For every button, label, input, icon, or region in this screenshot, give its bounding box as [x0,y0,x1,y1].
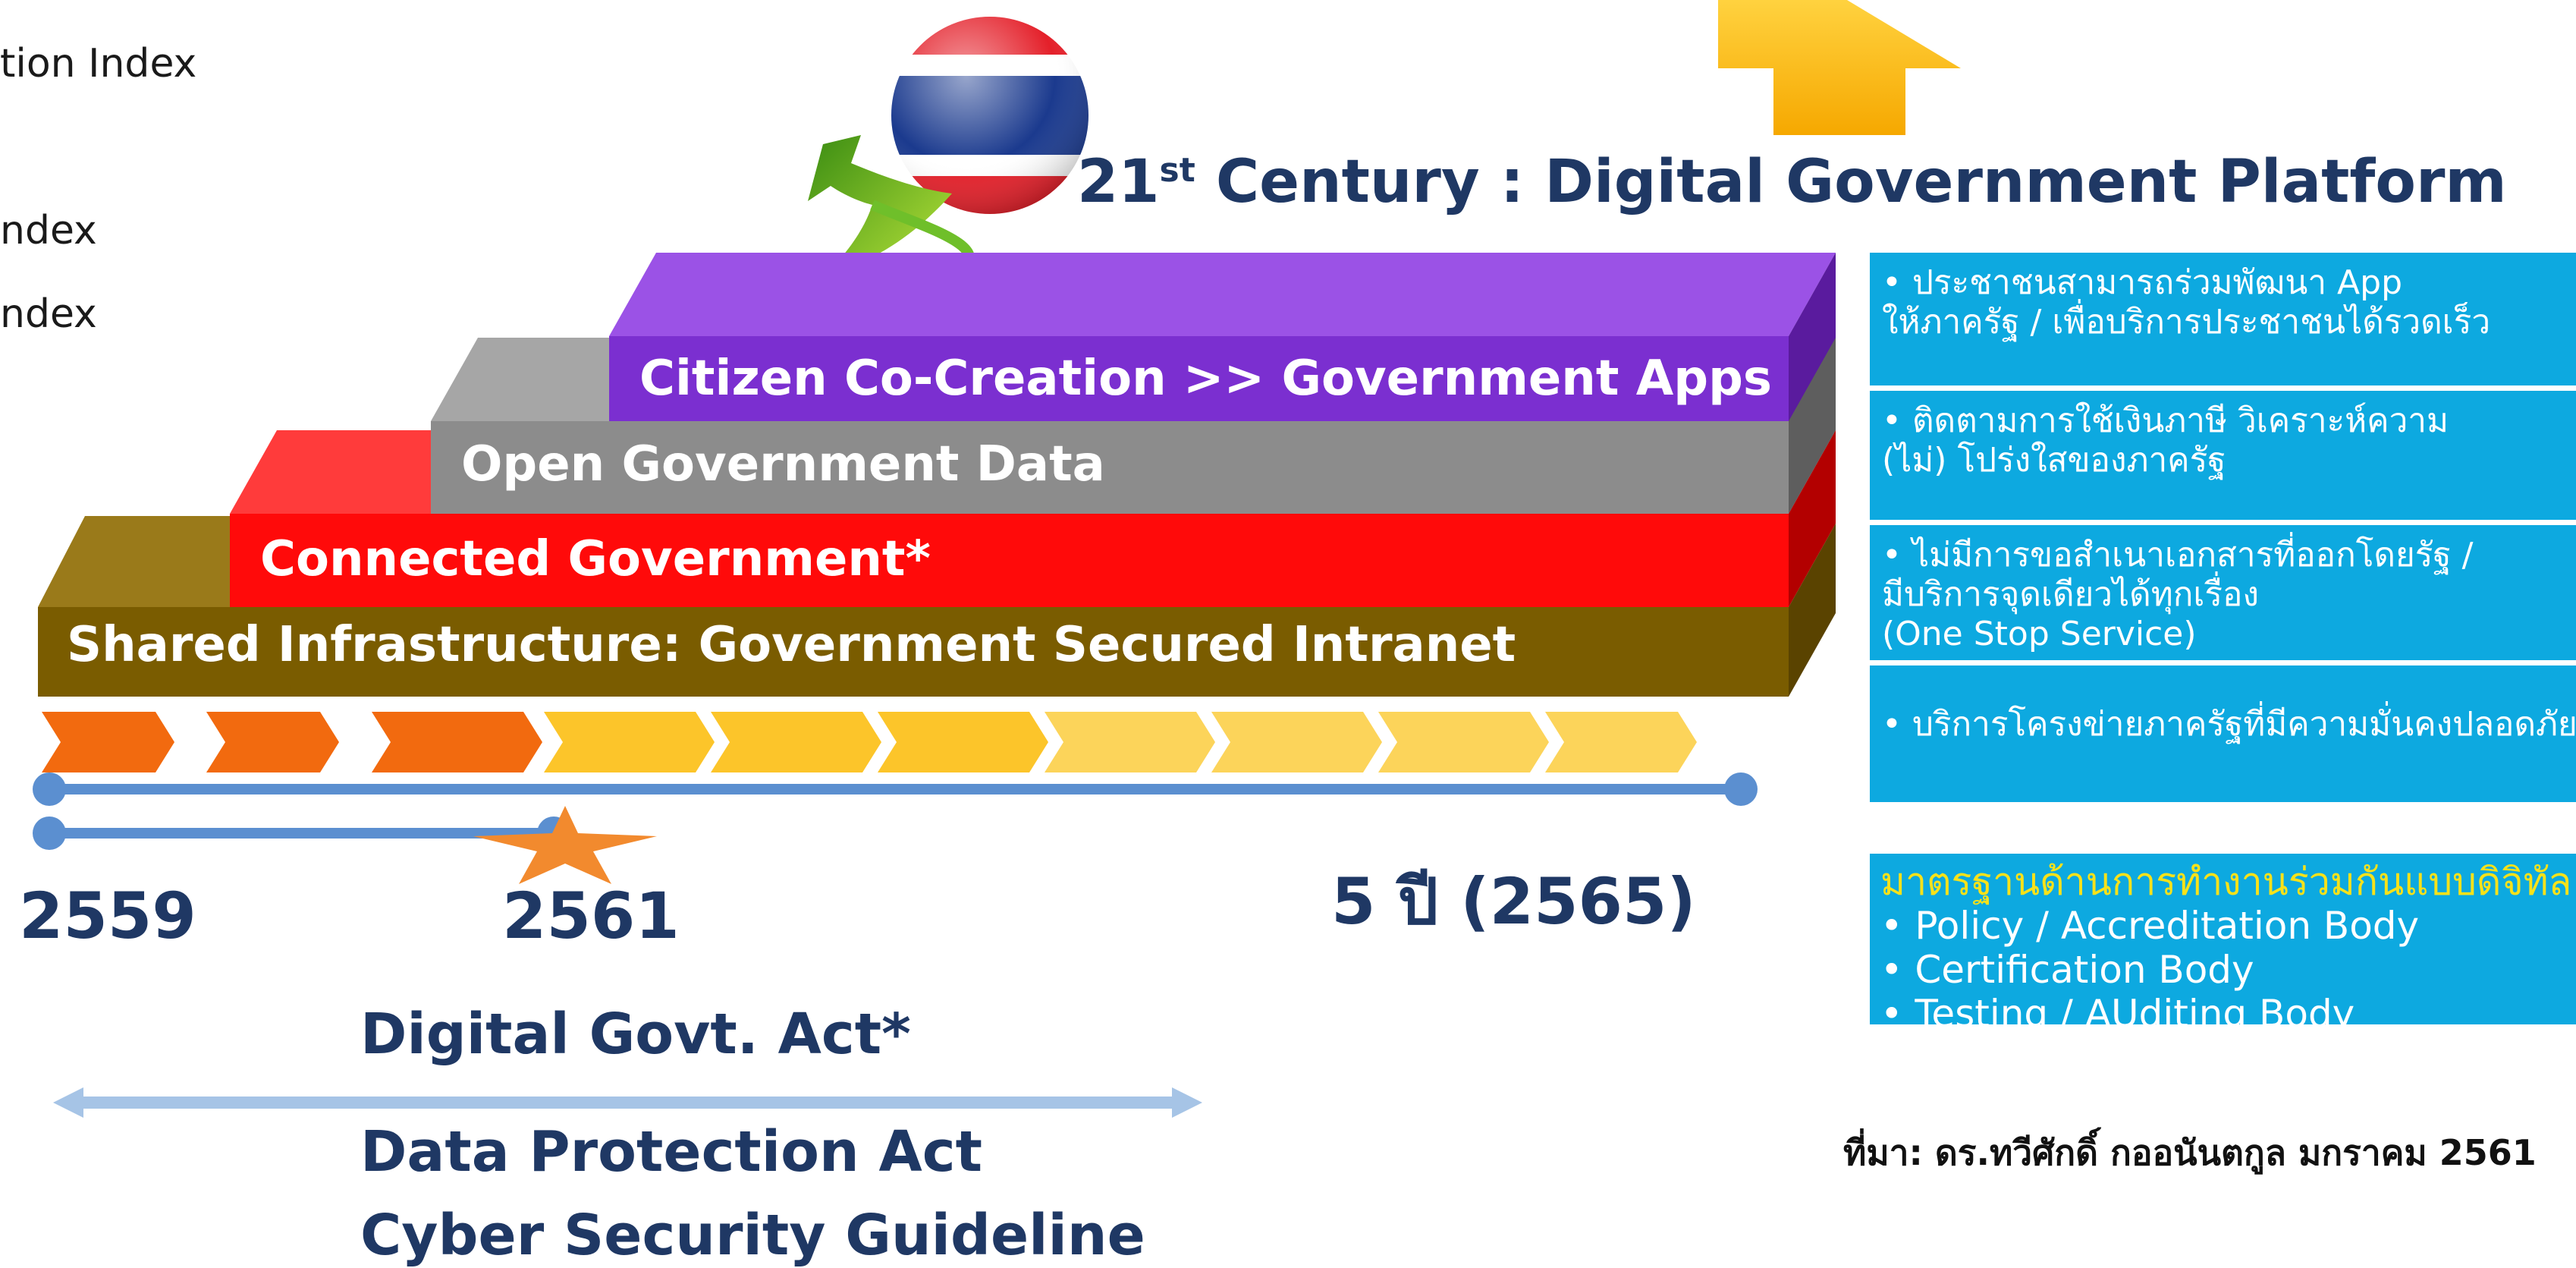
year-end: 5 ปี (2565) [1331,864,1696,939]
acts-range-arrow [53,1087,1202,1118]
benefit-line: • ติดตามการใช้เงินภาษี วิเคราะห์ความ [1882,401,2449,440]
standards-item: • Policy / Accreditation Body [1880,904,2420,948]
layer-connected-label: Connected Government* [260,531,931,587]
layer-infrastructure-label: Shared Infrastructure: Government Secure… [67,617,1516,673]
layer-open-data-label: Open Government Data [461,436,1105,492]
benefit-box-open-data: • ติดตามการใช้เงินภาษี วิเคราะห์ความ (ไม… [1870,391,2576,520]
benefit-box-infrastructure: • บริการโครงข่ายภาครัฐที่มีความมั่นคงปลอ… [1870,665,2576,802]
standards-title: มาตรฐานด้านการทำงานร่วมกันแบบดิจิทัล [1880,860,2572,904]
chevron-5 [711,712,881,772]
left-text-item-1: tion Index [0,41,197,87]
act-data-protection: Data Protection Act [360,1119,982,1185]
layer-connected [230,430,1836,607]
benefit-line: • บริการโครงข่ายภาครัฐที่มีความมั่นคงปลอ… [1882,705,2576,744]
platform-title: 21st Century : Digital Government Platfo… [1077,148,2507,216]
benefit-line: • ประชาชนสามารถร่วมพัฒนา App [1882,263,2403,302]
benefit-box-apps: • ประชาชนสามารถร่วมพัฒนา App ให้ภาครัฐ /… [1870,253,2576,385]
layer-open-data [431,338,1836,514]
progress-chevrons [42,712,1697,772]
layer-infrastructure [38,516,1836,697]
benefit-line: • ไม่มีการขอสำเนาเอกสารที่ออกโดยรัฐ / [1882,536,2474,574]
act-cyber-security: Cyber Security Guideline [360,1203,1145,1268]
timeline-full [33,772,1758,806]
chevron-7 [1045,712,1215,772]
benefit-line: (ไม่) โปร่งใสของภาครัฐ [1882,441,2226,480]
act-digital-govt: Digital Govt. Act* [360,1002,911,1067]
left-text-item-3: ndex [0,291,97,337]
year-mid: 2561 [502,879,680,953]
standards-box: มาตรฐานด้านการทำงานร่วมกันแบบดิจิทัล • P… [1870,854,2576,1024]
benefit-box-connected: • ไม่มีการขอสำเนาเอกสารที่ออกโดยรัฐ / มี… [1870,525,2576,660]
benefit-line: มีบริการจุดเดียวได้ทุกเรื่อง [1882,575,2259,614]
up-arrow-icon [1718,0,1961,135]
star-icon [473,806,657,884]
chevron-10 [1545,712,1697,772]
standards-item: • Certification Body [1880,948,2254,992]
layer-apps [609,253,1836,429]
chevron-4 [544,712,715,772]
benefit-line: (One Stop Service) [1882,615,2197,653]
source-note: ที่มา: ดร.ทวีศักดิ์ กออนันตกูล มกราคม 25… [1843,1132,2537,1173]
layer-apps-label: Citizen Co-Creation >> Government Apps [639,351,1772,407]
chevron-9 [1378,712,1549,772]
year-start: 2559 [19,879,196,953]
chevron-8 [1211,712,1382,772]
left-text-item-2: ndex [0,208,97,253]
timeline-progress [33,816,570,850]
chevron-1 [42,712,174,772]
standards-item: • Testing / AUditing Body [1880,992,2355,1024]
benefit-line: ให้ภาครัฐ / เพื่อบริการประชาชนได้รวดเร็ว [1882,303,2491,341]
chevron-6 [878,712,1048,772]
chevron-2 [206,712,339,772]
chevron-3 [372,712,542,772]
